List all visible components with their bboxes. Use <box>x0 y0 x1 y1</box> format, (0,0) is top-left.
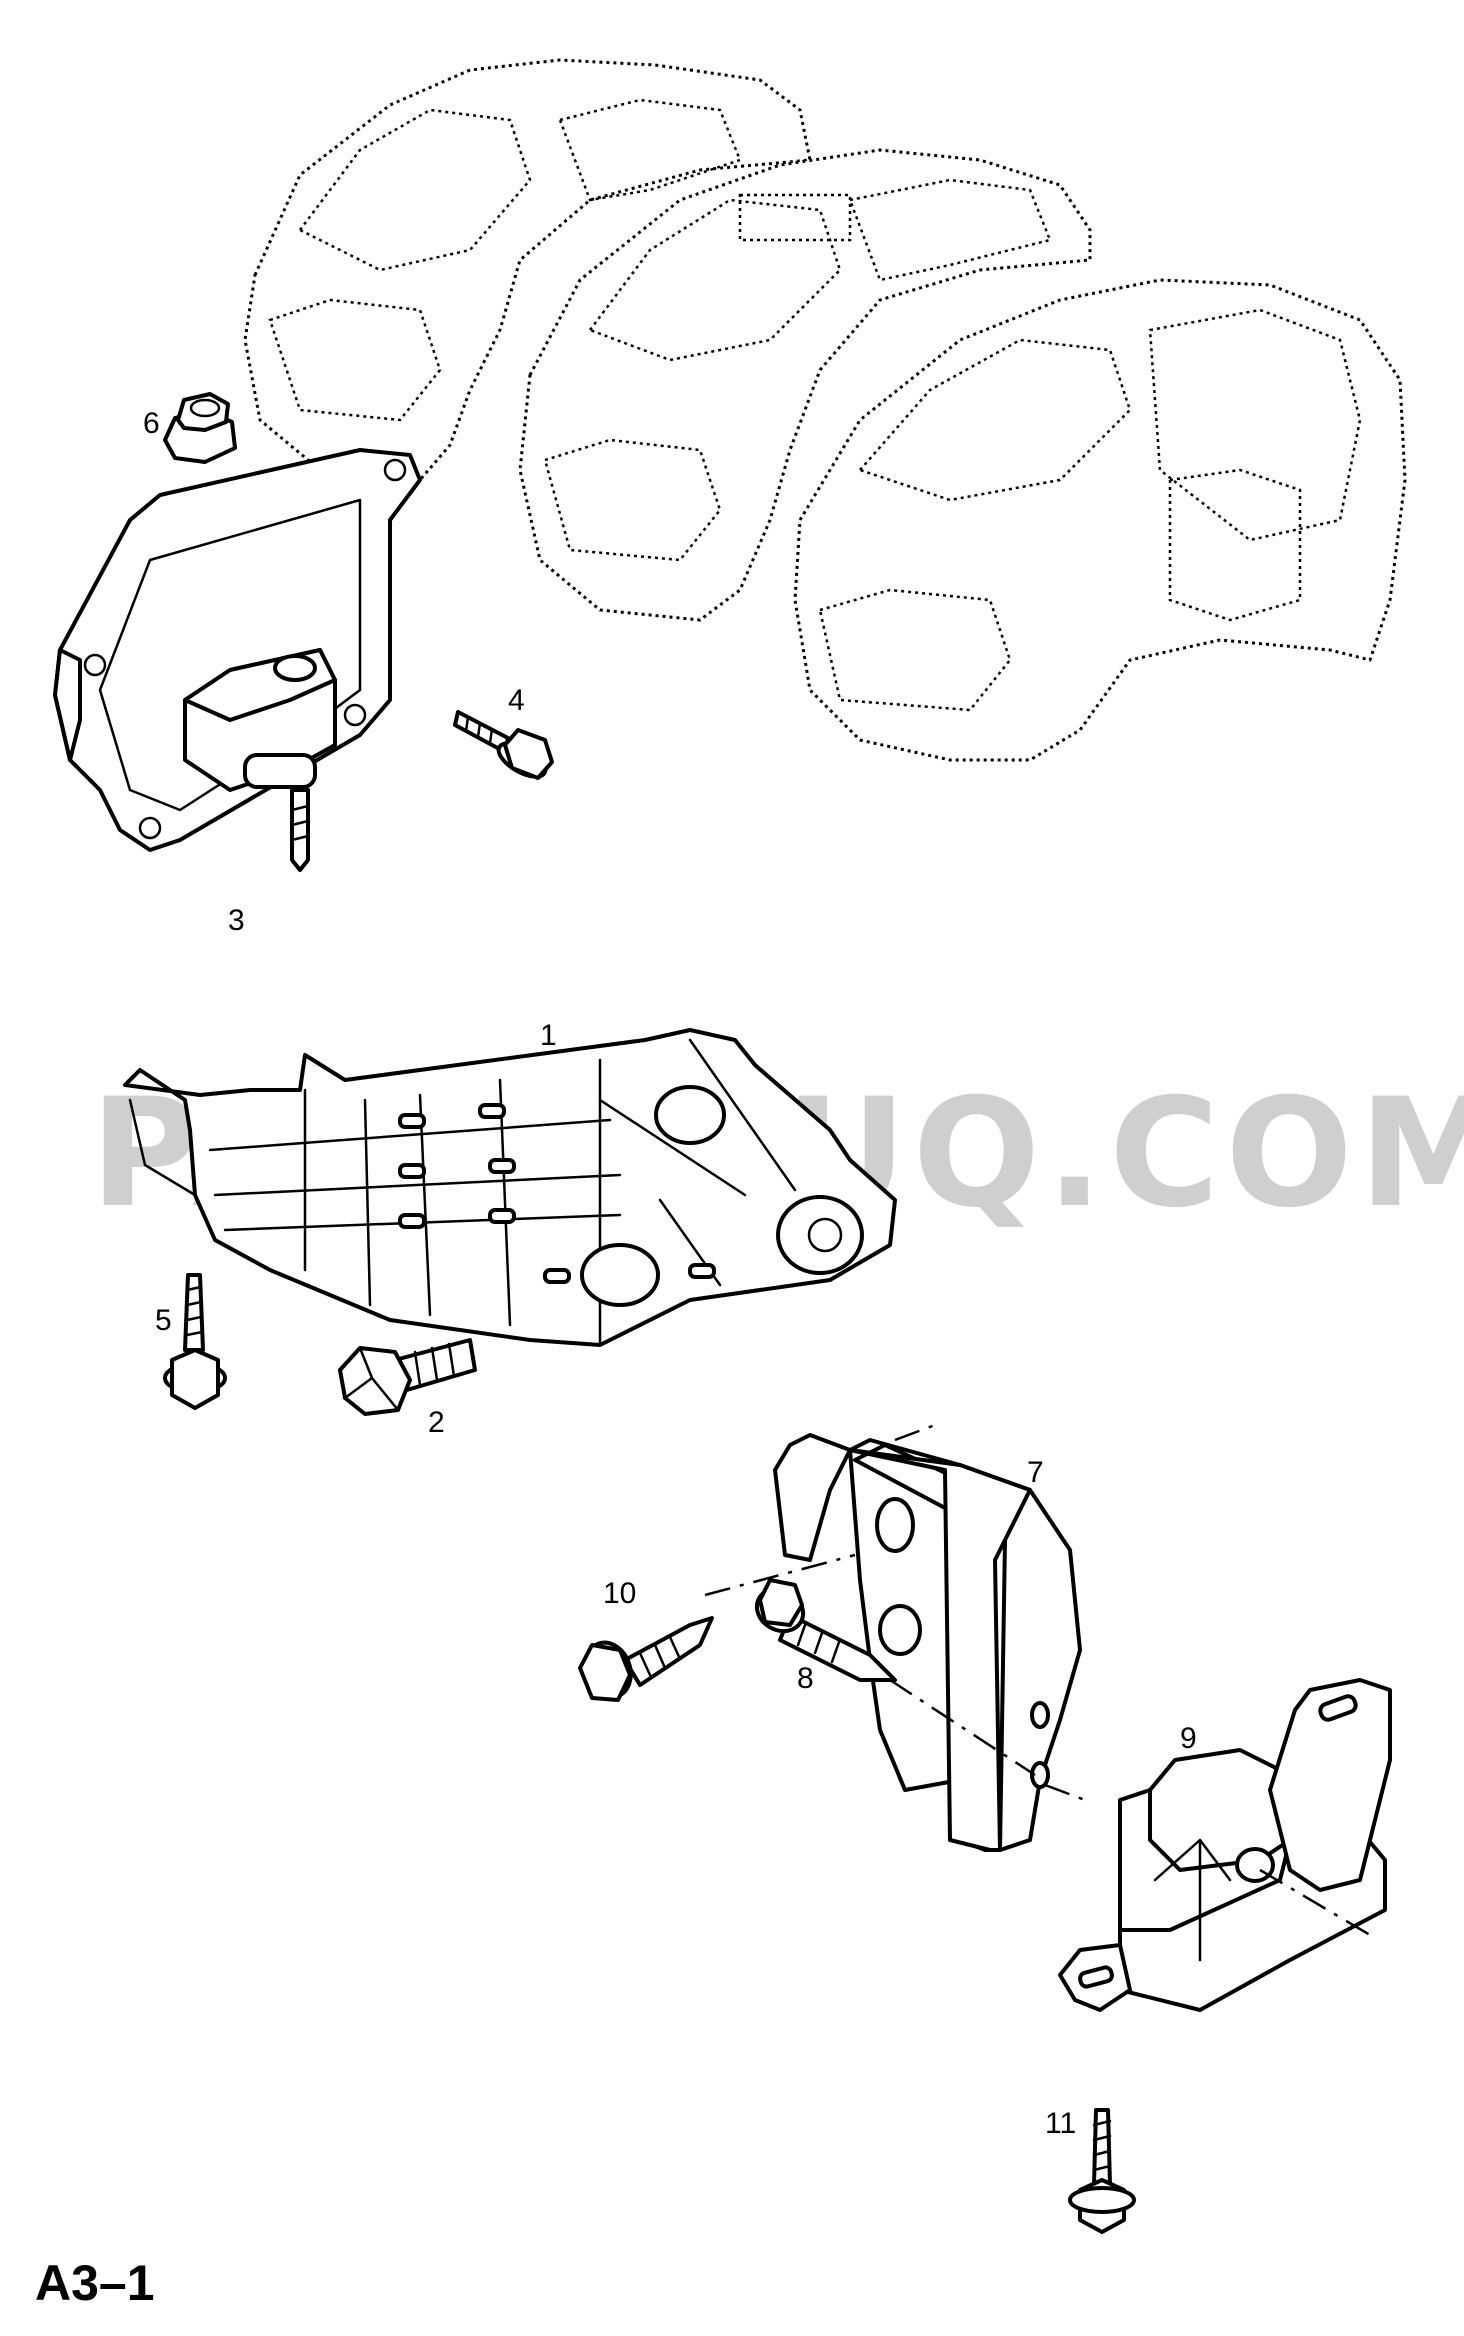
part-11-screw <box>1068 2108 1136 2234</box>
callout-11[interactable]: 11 <box>1045 2107 1076 2140</box>
car-body-middle <box>518 148 1092 622</box>
callout-5[interactable]: 5 <box>155 1304 172 1337</box>
callout-3[interactable]: 3 <box>228 904 245 937</box>
callout-8[interactable]: 8 <box>797 1662 814 1695</box>
part-6-nut <box>163 392 237 464</box>
leader-lines <box>704 1423 1371 1937</box>
callout-6[interactable]: 6 <box>143 407 160 440</box>
part-4-bolt <box>453 710 554 780</box>
callout-labels: 1 2 3 4 5 6 7 8 9 10 11 <box>143 407 1197 2140</box>
part-3-mount-plate <box>53 448 422 872</box>
part-5-long-bolt <box>163 1273 227 1410</box>
part-9-engine-mount <box>1058 1678 1392 2012</box>
part-1-main-bracket <box>123 1028 897 1347</box>
callout-4[interactable]: 4 <box>508 684 525 717</box>
diagram-code: A3–1 <box>35 2255 155 2311</box>
callout-9[interactable]: 9 <box>1180 1722 1197 1755</box>
car-body-rear <box>243 58 812 482</box>
part-8-bolt <box>754 1578 897 1682</box>
car-body-front <box>793 278 1407 762</box>
part-10-bolt <box>578 1616 714 1702</box>
callout-1[interactable]: 1 <box>540 1019 557 1052</box>
callout-7[interactable]: 7 <box>1027 1456 1044 1489</box>
callout-2[interactable]: 2 <box>428 1406 445 1439</box>
callout-10[interactable]: 10 <box>603 1577 636 1610</box>
part-2-hex-bolt <box>338 1338 477 1416</box>
part-7-bracket-plate <box>773 1433 1082 1852</box>
